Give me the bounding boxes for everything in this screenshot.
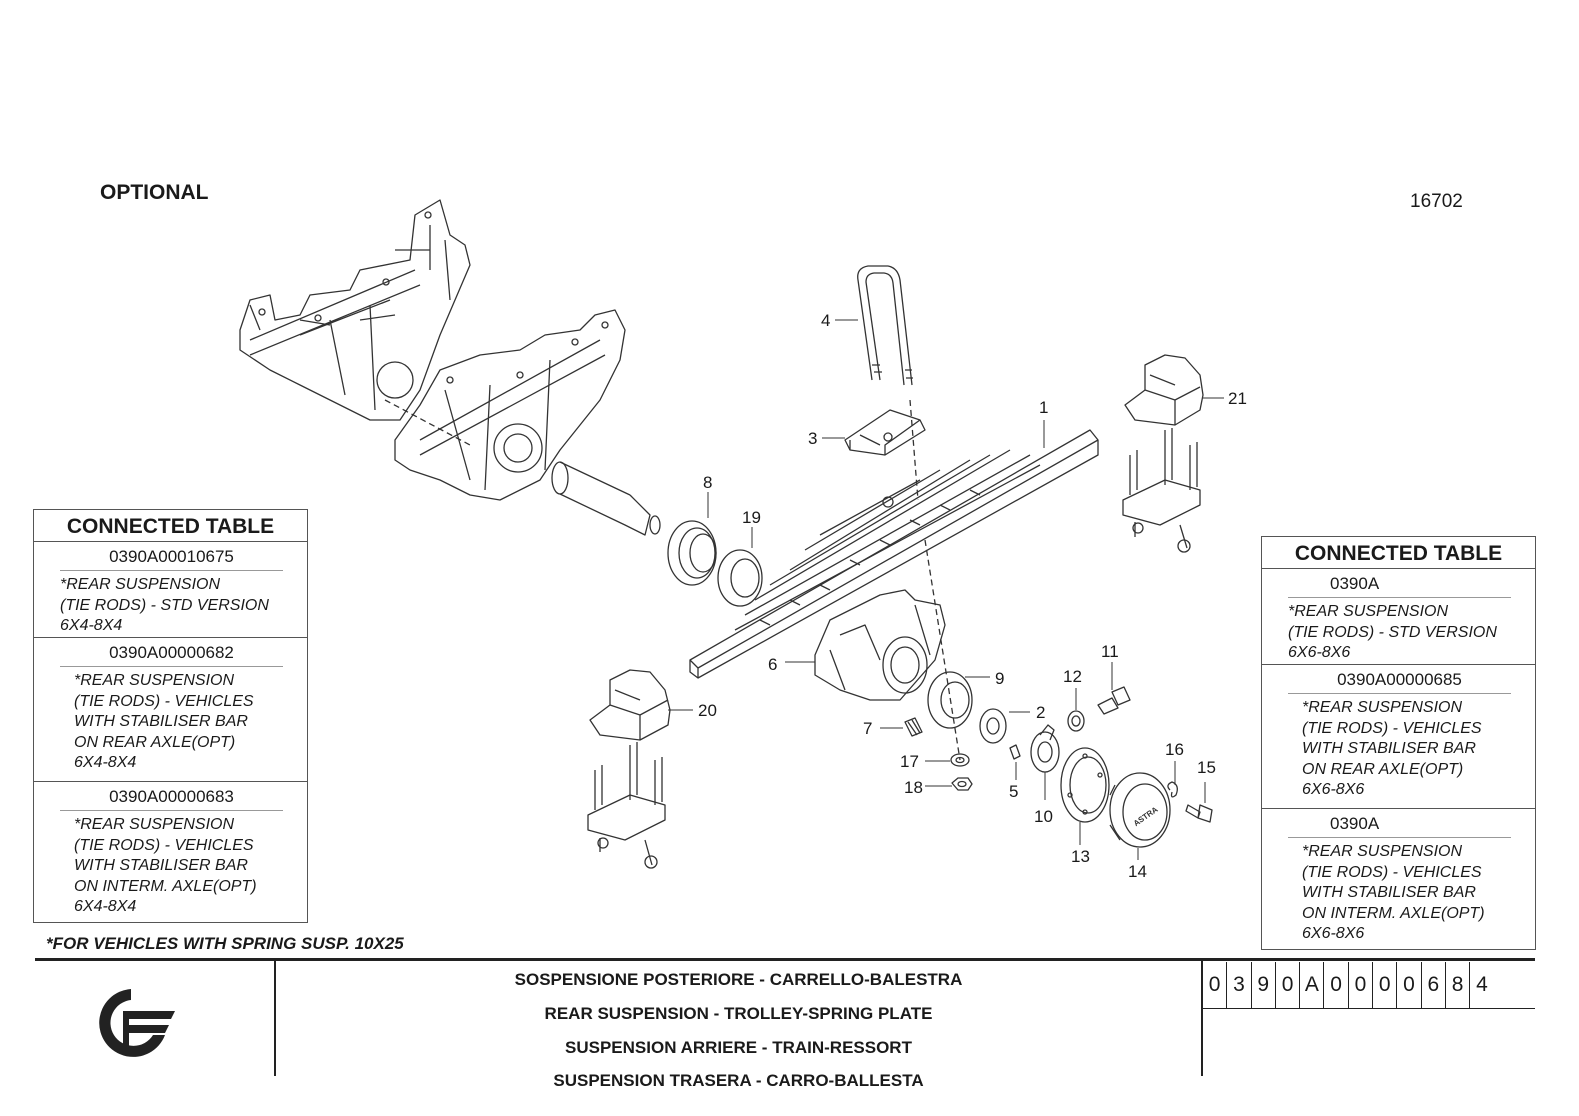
connected-table-entry: 0390A00000682 *REAR SUSPENSION (TIE RODS… (34, 638, 307, 782)
nut-17 (950, 753, 970, 767)
table-description: *REAR SUSPENSION (TIE RODS) - VEHICLES W… (1302, 843, 1485, 942)
leaf-spring (689, 429, 1099, 679)
hub-cover (1109, 772, 1171, 848)
grease-plug (904, 717, 923, 737)
doc-number-digit: A (1300, 962, 1325, 1008)
trolley-frame (239, 199, 471, 421)
doc-number-digit: 9 (1252, 962, 1276, 1008)
doc-number-digit: 6 (1422, 962, 1446, 1008)
doc-number-digit: 0 (1203, 962, 1228, 1008)
trolley-bracket (394, 309, 626, 501)
table-code-link[interactable]: 0390A (1288, 569, 1511, 598)
callout-15: 15 (1197, 758, 1216, 777)
doc-number-digit: 0 (1349, 962, 1374, 1008)
gasket-13 (1060, 747, 1110, 823)
tab-washer-10 (1030, 724, 1060, 773)
spring-seat (814, 589, 946, 701)
title-block-divider (274, 961, 276, 1076)
callout-5: 5 (1009, 782, 1019, 801)
astra-cover-logo: ASTRA (1132, 805, 1160, 828)
callout-17: 17 (900, 752, 919, 771)
doc-number-underline (1203, 1008, 1535, 1009)
callout-19: 19 (742, 508, 761, 527)
document-number: 0 3 9 0 A 0 0 0 0 6 8 4 (1203, 962, 1494, 1008)
callout-6: 6 (768, 655, 778, 674)
callout-10: 10 (1034, 807, 1053, 826)
callout-11: 11 (1101, 642, 1119, 661)
callout-3: 3 (808, 429, 818, 448)
callout-2: 2 (1036, 703, 1046, 722)
connected-table-entry: 0390A *REAR SUSPENSION (TIE RODS) - STD … (1262, 569, 1535, 665)
doc-number-digit: 0 (1373, 962, 1398, 1008)
connected-table-entry: 0390A00010675 *REAR SUSPENSION (TIE RODS… (34, 542, 307, 638)
pin-5 (1009, 744, 1021, 760)
title-french: SUSPENSION ARRIERE - TRAIN-RESSORT (565, 1038, 912, 1057)
nut-18 (951, 777, 973, 791)
title-block-divider (1201, 961, 1203, 1076)
doc-number-digit: 0 (1324, 962, 1349, 1008)
callout-7: 7 (863, 719, 873, 738)
callout-14: 14 (1128, 862, 1147, 881)
screw-15 (1185, 804, 1213, 823)
doc-number-digit: 0 (1276, 962, 1301, 1008)
connected-table-heading: CONNECTED TABLE (34, 510, 307, 542)
callout-1: 1 (1039, 398, 1049, 417)
bolt-11 (1097, 686, 1131, 715)
table-description: *REAR SUSPENSION (TIE RODS) - VEHICLES W… (74, 672, 254, 771)
callout-4: 4 (821, 311, 831, 330)
circlip-16 (1167, 781, 1178, 798)
bearing-9 (927, 671, 973, 729)
callout-18: 18 (904, 778, 923, 797)
spring-saddle (844, 409, 926, 508)
connected-table-left: CONNECTED TABLE 0390A00010675 *REAR SUSP… (33, 509, 308, 923)
company-logo (99, 989, 175, 1057)
title-english: REAR SUSPENSION - TROLLEY-SPRING PLATE (544, 1004, 933, 1023)
table-code-link[interactable]: 0390A00000685 (1288, 665, 1511, 694)
connected-table-heading: CONNECTED TABLE (1262, 537, 1535, 569)
table-code-link[interactable]: 0390A (1288, 809, 1511, 838)
table-description: *REAR SUSPENSION (TIE RODS) - STD VERSIO… (1288, 603, 1497, 661)
connected-table-entry: 0390A00000683 *REAR SUSPENSION (TIE RODS… (34, 782, 307, 920)
title-block-border (35, 958, 1535, 961)
u-bolt (857, 265, 913, 386)
callout-9: 9 (995, 669, 1005, 688)
doc-number-digit: 8 (1446, 962, 1471, 1008)
leader-lines (668, 319, 1224, 860)
callout-8: 8 (703, 473, 713, 492)
seal-ring-8 (667, 520, 717, 586)
washer-12 (1067, 710, 1085, 732)
bushing-19 (717, 549, 763, 607)
doc-number-digit: 4 (1476, 973, 1488, 996)
doc-number-digit: 0 (1397, 962, 1422, 1008)
footnote: *FOR VEHICLES WITH SPRING SUSP. 10X25 (46, 934, 404, 953)
connected-table-entry: 0390A00000685 *REAR SUSPENSION (TIE RODS… (1262, 665, 1535, 809)
title-spanish: SUSPENSION TRASERA - CARRO-BALLESTA (553, 1071, 924, 1090)
table-code-link[interactable]: 0390A00000683 (60, 782, 283, 811)
table-description: *REAR SUSPENSION (TIE RODS) - STD VERSIO… (60, 576, 269, 634)
callout-16: 16 (1165, 740, 1184, 759)
callout-20: 20 (698, 701, 717, 720)
spring-bracket-20 (587, 669, 671, 869)
axle-pin (551, 461, 661, 536)
table-code-link[interactable]: 0390A00000682 (60, 638, 283, 667)
connected-table-right: CONNECTED TABLE 0390A *REAR SUSPENSION (… (1261, 536, 1536, 950)
table-description: *REAR SUSPENSION (TIE RODS) - VEHICLES W… (1302, 699, 1482, 798)
callout-13: 13 (1071, 847, 1090, 866)
connected-table-entry: 0390A *REAR SUSPENSION (TIE RODS) - VEHI… (1262, 809, 1535, 947)
table-code-link[interactable]: 0390A00010675 (60, 542, 283, 571)
washer-2 (979, 708, 1007, 744)
doc-number-digit: 3 (1227, 962, 1252, 1008)
spring-bracket-21 (1122, 354, 1204, 553)
title-italian: SOSPENSIONE POSTERIORE - CARRELLO-BALEST… (514, 970, 963, 989)
optional-label: OPTIONAL (100, 181, 209, 204)
figure-number: 16702 (1410, 191, 1463, 212)
table-description: *REAR SUSPENSION (TIE RODS) - VEHICLES W… (74, 816, 257, 915)
callout-12: 12 (1063, 667, 1082, 686)
callout-21: 21 (1228, 389, 1247, 408)
